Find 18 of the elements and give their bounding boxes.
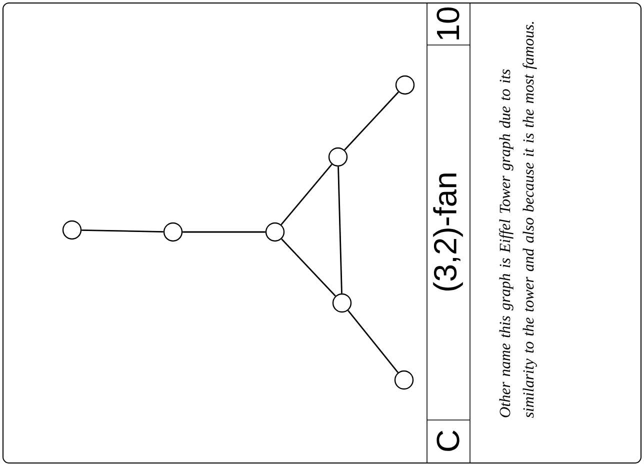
description-text: Other name this graph is Eiffel Tower graph due to its similarity to the tower and also because it is the most famous. bbox=[499, 22, 537, 418]
edge-line bbox=[344, 92, 399, 150]
edge-line bbox=[280, 164, 332, 226]
vertex-circle bbox=[265, 222, 285, 242]
vertex-circle bbox=[163, 222, 183, 242]
card-number: 10 bbox=[436, 7, 460, 40]
vertex-circle bbox=[328, 147, 348, 167]
edge-line bbox=[338, 166, 342, 294]
vertex-circle bbox=[394, 370, 414, 390]
edge-line bbox=[182, 231, 266, 233]
card-title: (3,2)-fan bbox=[433, 174, 463, 290]
edge-line bbox=[347, 310, 399, 373]
edge-line bbox=[281, 238, 336, 296]
vertex-circle bbox=[62, 220, 82, 240]
card-letter: C bbox=[436, 430, 460, 451]
edge-line bbox=[82, 230, 164, 232]
vertex-circle bbox=[395, 75, 415, 95]
vertex-circle bbox=[332, 293, 352, 313]
